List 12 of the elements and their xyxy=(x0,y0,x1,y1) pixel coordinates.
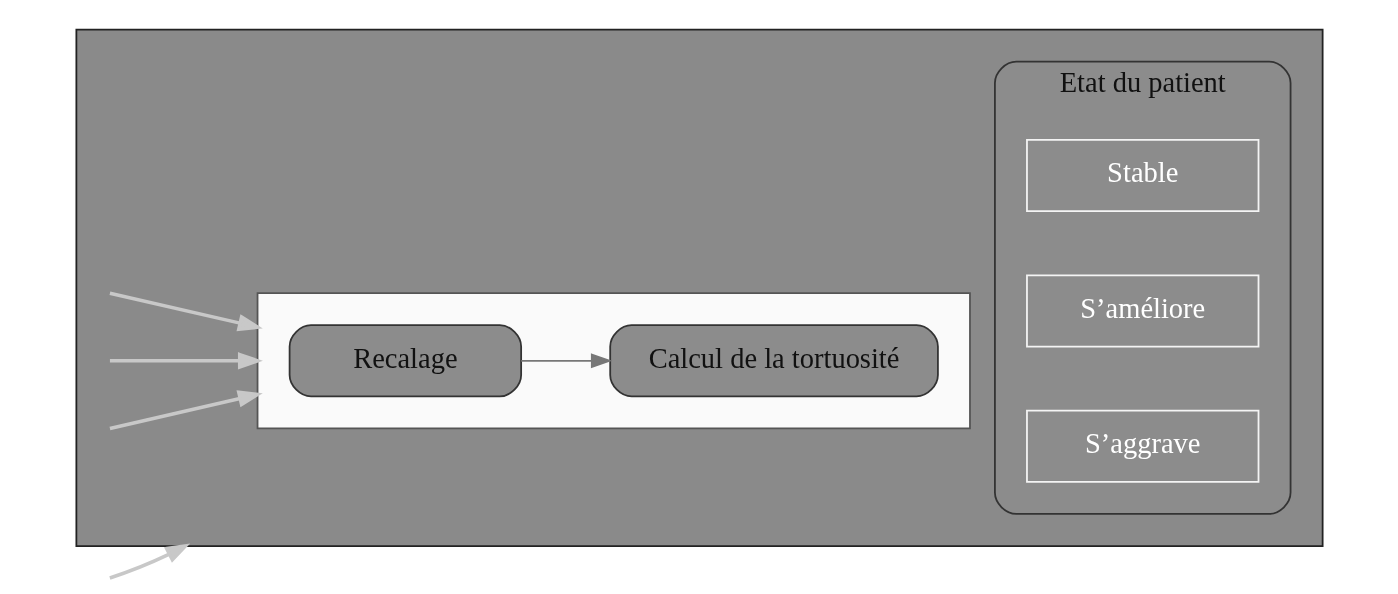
node-box: Stable xyxy=(1025,139,1259,213)
cluster xyxy=(256,292,971,430)
arrow xyxy=(519,353,612,369)
arrow xyxy=(109,352,263,370)
node-box: S’aggrave xyxy=(1025,409,1259,483)
node-box: S’améliore xyxy=(1025,274,1259,348)
arrow xyxy=(108,543,190,580)
node-box: Calcul de la tortuosité xyxy=(608,324,939,398)
arrow xyxy=(109,390,263,431)
arrow xyxy=(109,291,263,332)
cluster xyxy=(75,28,1324,547)
node-box: Recalage xyxy=(288,324,522,398)
